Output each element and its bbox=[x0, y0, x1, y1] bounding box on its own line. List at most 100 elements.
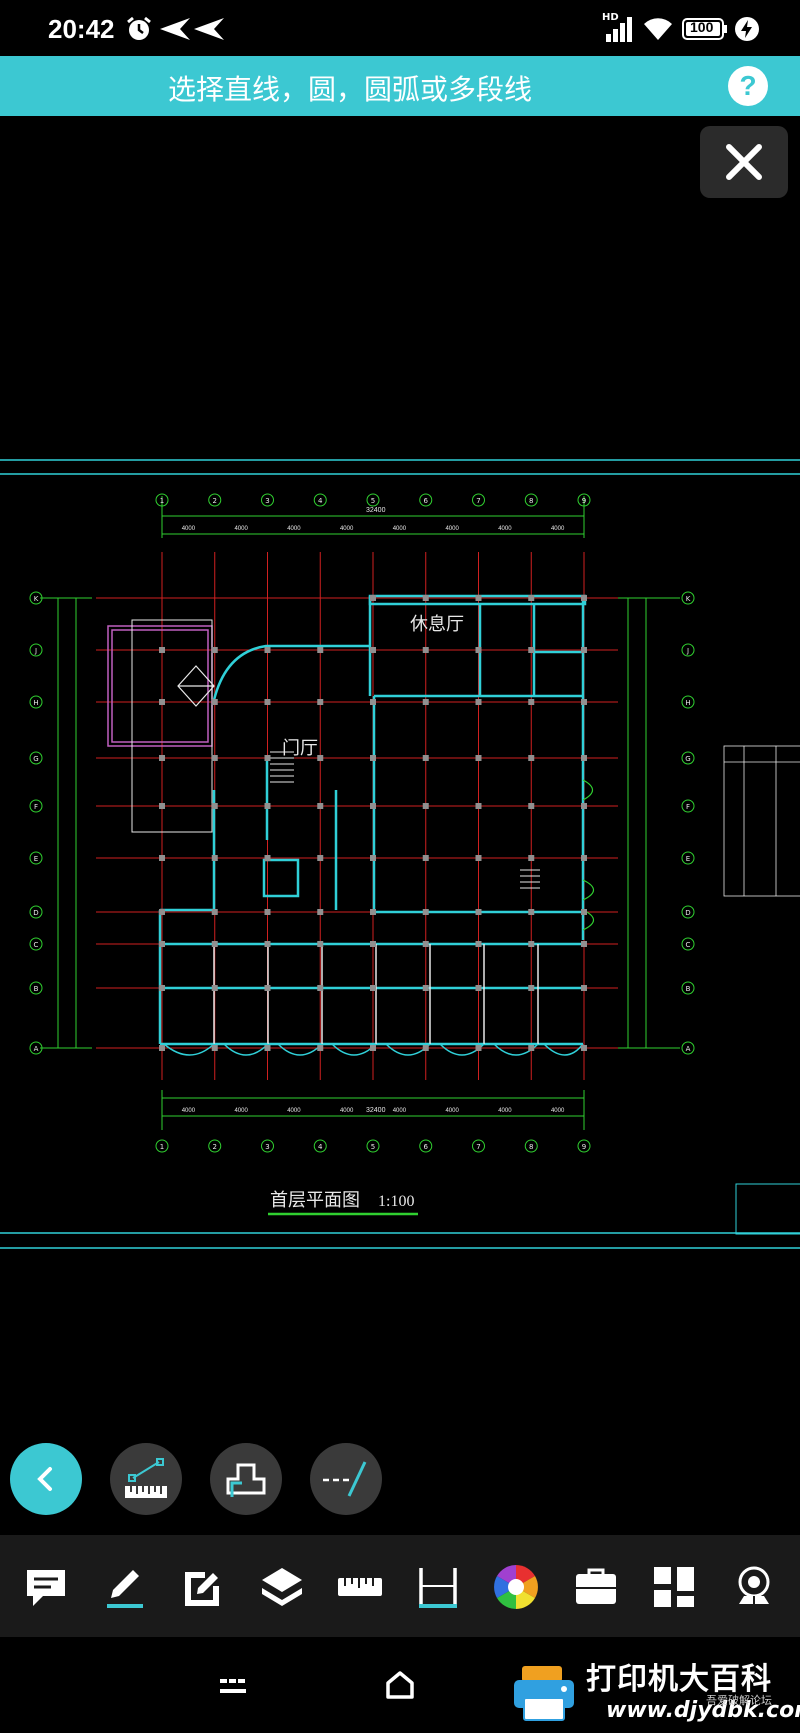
dimension-label: 4000 bbox=[234, 526, 248, 532]
dimension-icon bbox=[419, 1568, 457, 1608]
axis-bubble-label: 9 bbox=[582, 1143, 586, 1151]
structural-column bbox=[211, 909, 218, 915]
axis-bubble-label: 9 bbox=[582, 497, 586, 505]
ruler-button[interactable] bbox=[334, 1561, 386, 1613]
edit-icon bbox=[185, 1572, 219, 1606]
measure-area-button[interactable] bbox=[210, 1443, 282, 1515]
structural-column bbox=[317, 755, 324, 761]
axis-bubble-top: 8 bbox=[524, 493, 538, 507]
printer-logo-icon bbox=[514, 1666, 574, 1721]
dimension-label: 4000 bbox=[340, 526, 354, 532]
structural-column bbox=[317, 985, 324, 991]
structural-column bbox=[264, 855, 271, 861]
dimension-label: 4000 bbox=[551, 1108, 565, 1114]
more-button[interactable] bbox=[648, 1561, 700, 1613]
color-wheel-icon bbox=[494, 1565, 538, 1609]
pencil-icon bbox=[107, 1570, 143, 1608]
structural-column bbox=[264, 699, 271, 705]
axis-bubble-bottom: 2 bbox=[208, 1139, 222, 1153]
axis-bubble-label: 4 bbox=[318, 1143, 323, 1151]
axis-bubble-label: G bbox=[33, 755, 38, 763]
prompt-text: 选择直线，圆，圆弧或多段线 bbox=[168, 73, 533, 106]
structural-column bbox=[211, 1045, 218, 1051]
watermark-main: 打印机大百科 bbox=[586, 1662, 772, 1697]
grid-icon bbox=[654, 1567, 694, 1607]
axis-bubble-bottom: 7 bbox=[472, 1139, 485, 1153]
axis-bubble-right: F bbox=[681, 799, 695, 813]
axis-bubble-left: F bbox=[29, 799, 43, 813]
break-line-icon bbox=[323, 1461, 367, 1497]
status-time: 20:42 bbox=[48, 14, 115, 44]
structural-column bbox=[159, 699, 165, 705]
structural-column bbox=[317, 855, 324, 861]
structural-column bbox=[370, 909, 376, 915]
axis-bubble-label: 1 bbox=[160, 497, 164, 505]
send-icon bbox=[158, 16, 192, 46]
axis-bubble-left: H bbox=[29, 695, 43, 709]
home-button[interactable] bbox=[384, 1669, 416, 1705]
axis-bubble-top: 1 bbox=[155, 493, 169, 507]
wifi-icon bbox=[642, 16, 674, 46]
axis-bubble-right: D bbox=[681, 905, 695, 919]
color-button[interactable] bbox=[490, 1561, 542, 1613]
structural-column bbox=[264, 1045, 271, 1051]
axis-bubble-left: G bbox=[29, 751, 43, 765]
structural-column bbox=[581, 985, 587, 991]
structural-column bbox=[317, 1045, 324, 1051]
structural-column bbox=[581, 803, 587, 809]
structural-column bbox=[211, 985, 218, 991]
dimension-label: 4000 bbox=[340, 1108, 354, 1114]
axis-bubble-label: C bbox=[34, 941, 39, 949]
draw-button[interactable] bbox=[98, 1561, 150, 1613]
tools-button[interactable] bbox=[570, 1561, 622, 1613]
chevron-left-icon bbox=[37, 1467, 52, 1491]
structural-column bbox=[370, 803, 376, 809]
dimension-label: 4000 bbox=[498, 526, 512, 532]
axis-bubble-right: J bbox=[681, 643, 695, 657]
structural-column bbox=[528, 595, 535, 601]
prompt-bar: 选择直线，圆，圆弧或多段线 ? bbox=[0, 56, 800, 116]
structural-column bbox=[581, 755, 587, 761]
axis-bubble-top: 2 bbox=[208, 493, 222, 507]
structural-column bbox=[211, 855, 218, 861]
axis-bubble-bottom: 5 bbox=[366, 1139, 380, 1153]
axis-bubble-left: A bbox=[29, 1041, 43, 1055]
structural-column bbox=[475, 803, 482, 809]
structural-column bbox=[211, 755, 218, 761]
room-label-lounge: 休息厅 bbox=[410, 614, 464, 635]
system-nav-bar bbox=[0, 1637, 800, 1733]
close-button[interactable] bbox=[700, 126, 788, 198]
layers-button[interactable] bbox=[256, 1561, 308, 1613]
edit-button[interactable] bbox=[176, 1561, 228, 1613]
structural-column bbox=[211, 647, 218, 653]
area-icon bbox=[226, 1463, 266, 1497]
break-line-button[interactable] bbox=[310, 1443, 382, 1515]
measure-tool-row bbox=[0, 1443, 800, 1519]
structural-column bbox=[370, 595, 376, 601]
structural-column bbox=[422, 647, 429, 653]
axis-bubble-left: B bbox=[29, 981, 43, 995]
axis-bubble-label: 2 bbox=[213, 497, 217, 505]
structural-column bbox=[581, 1045, 587, 1051]
dimension-label: 4000 bbox=[287, 526, 301, 532]
ruler-icon bbox=[338, 1578, 382, 1596]
structural-column bbox=[264, 985, 271, 991]
dimension-label: 4000 bbox=[393, 526, 407, 532]
axis-bubble-bottom: 6 bbox=[419, 1139, 433, 1153]
measure-distance-button[interactable] bbox=[110, 1443, 182, 1515]
axis-bubble-bottom: 4 bbox=[313, 1139, 327, 1153]
menu-button[interactable] bbox=[218, 1677, 248, 1701]
structural-column bbox=[159, 1045, 165, 1051]
structural-column bbox=[528, 855, 535, 861]
help-button[interactable]: ? bbox=[728, 66, 768, 106]
dimension-label: 4000 bbox=[498, 1108, 512, 1114]
dimension-label: 4000 bbox=[551, 526, 565, 532]
drawing-scale: 1:100 bbox=[378, 1193, 414, 1210]
dimension-button[interactable] bbox=[412, 1561, 464, 1613]
comment-button[interactable] bbox=[20, 1561, 72, 1613]
structural-column bbox=[159, 941, 165, 947]
back-button[interactable] bbox=[10, 1443, 82, 1515]
axis-bubble-label: G bbox=[685, 755, 690, 763]
view-button[interactable] bbox=[728, 1561, 780, 1613]
